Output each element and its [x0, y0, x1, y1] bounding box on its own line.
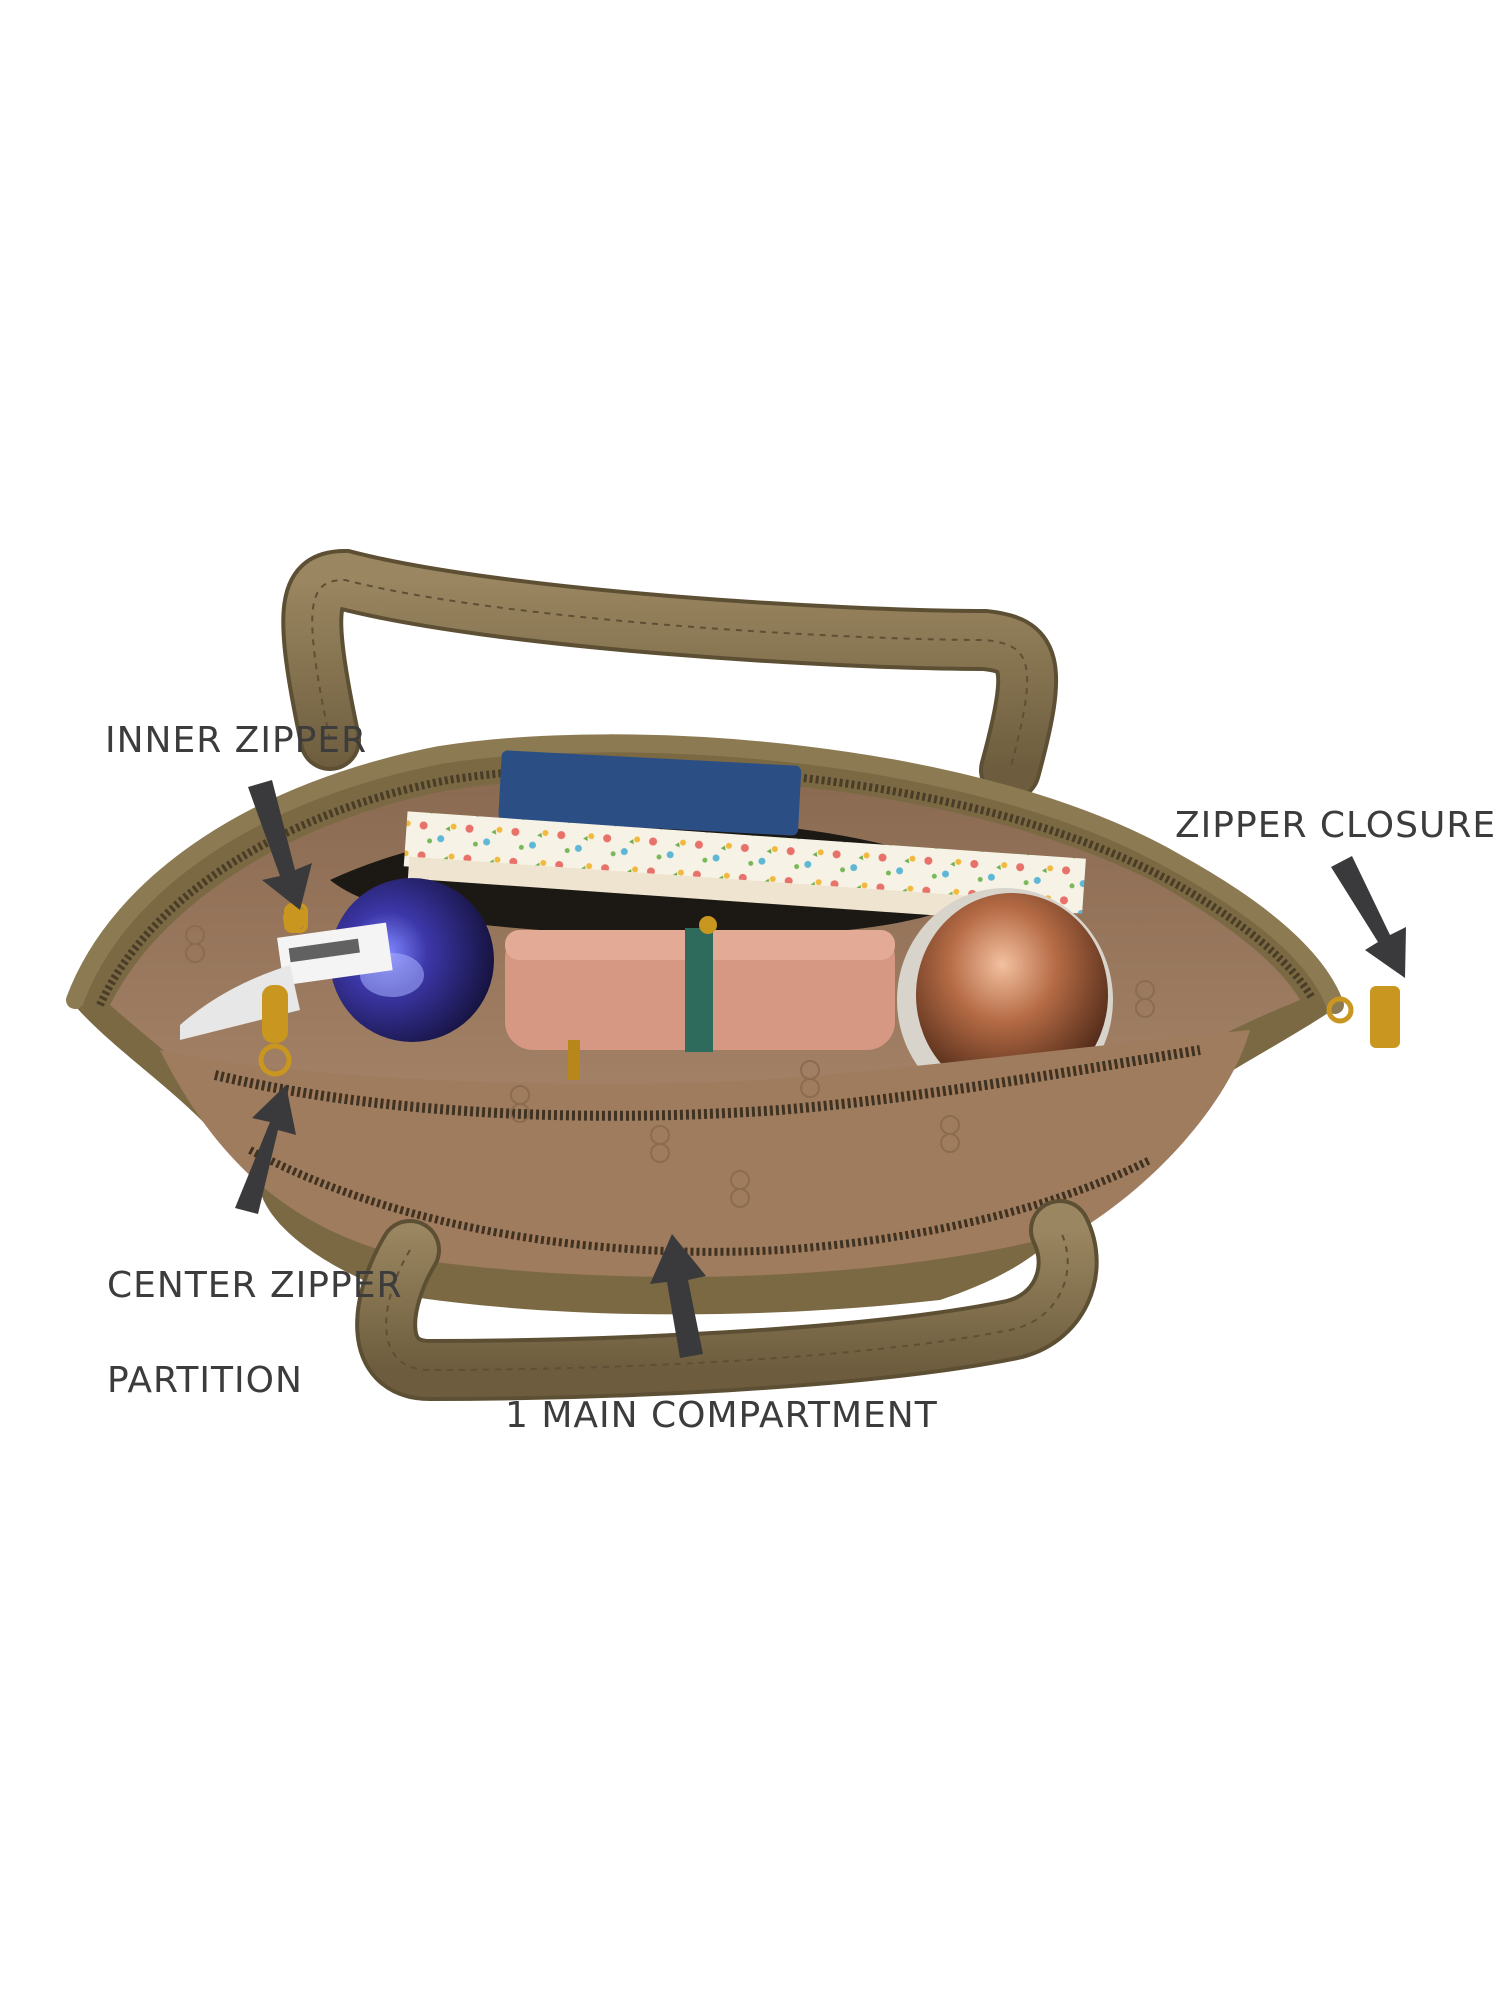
main-compartment-arrow	[650, 1234, 706, 1358]
inner-zipper-arrow	[248, 780, 312, 910]
zipper-closure-arrow	[1331, 856, 1406, 978]
blue-book	[498, 750, 802, 836]
water-bottle	[330, 878, 494, 1042]
front-handle	[355, 1199, 1099, 1402]
center-zipper-arrow	[235, 1085, 296, 1214]
main-compartment-label: 1 MAIN COMPARTMENT	[505, 1395, 938, 1436]
lining-logo-pattern	[185, 925, 1155, 1208]
zipper-closure-label: ZIPPER CLOSURE	[1175, 805, 1497, 846]
center-zipper-partition	[160, 1030, 1250, 1277]
pink-pouch	[505, 916, 895, 1080]
floral-notebook	[403, 811, 1086, 924]
bag-rim	[66, 734, 1344, 1014]
center-zipper-label: CENTER ZIPPER	[107, 1265, 403, 1306]
zipper-closure-pull	[1326, 986, 1400, 1048]
price-tag	[180, 922, 393, 1040]
back-handle	[281, 548, 1059, 801]
partition-label: PARTITION	[107, 1360, 303, 1401]
inner-zipper-label: INNER ZIPPER	[105, 720, 368, 761]
center-zipper-pull	[258, 985, 292, 1077]
